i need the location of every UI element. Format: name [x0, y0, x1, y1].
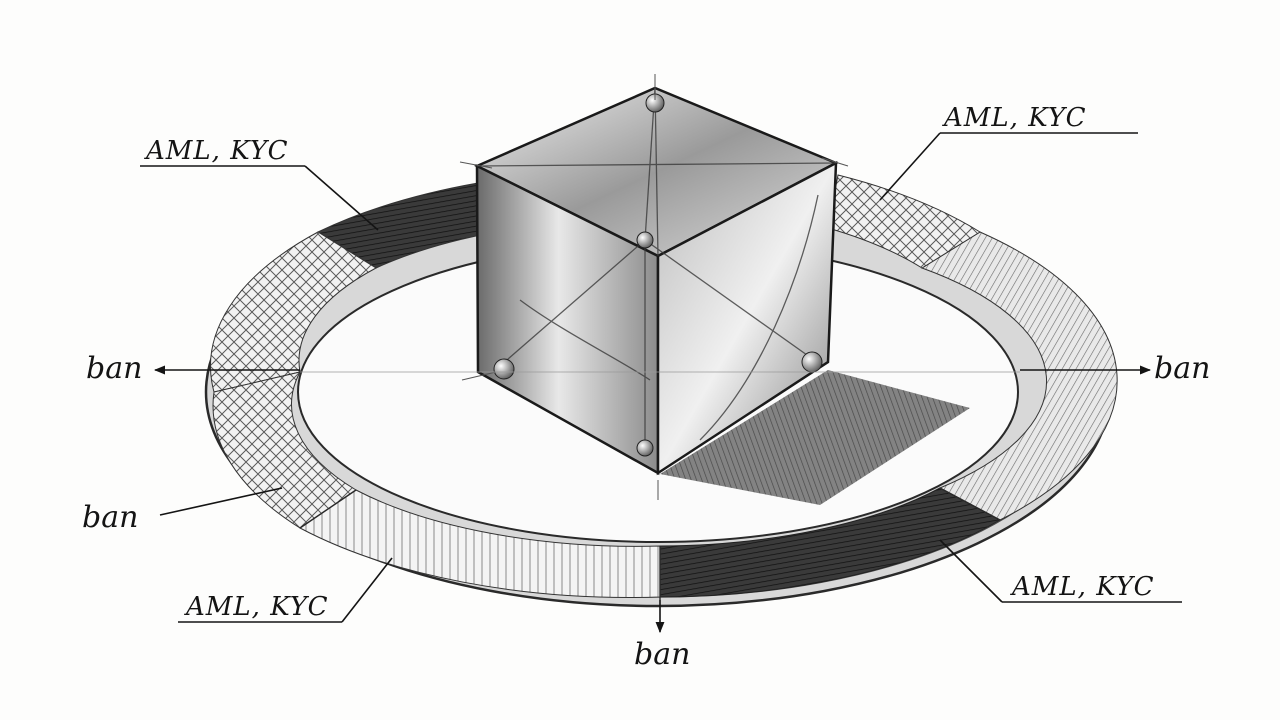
label-aml-kyc-top-left: AML, KYC [144, 136, 289, 166]
label-aml-kyc-bottom-right: AML, KYC [1010, 572, 1155, 602]
cube-shadow [660, 370, 970, 505]
cube-node [636, 231, 654, 249]
glass-cube [459, 74, 849, 500]
label-aml-kyc-top-right: AML, KYC [942, 103, 1087, 133]
label-ban-left: ban [86, 351, 142, 386]
label-ban-bottom: ban [634, 637, 690, 672]
callouts [140, 132, 1182, 634]
ring-segment-left [210, 231, 378, 393]
cube-node [801, 351, 823, 373]
label-ban-lower-left: ban [82, 500, 138, 535]
label-ban-right: ban [1154, 351, 1210, 386]
ring-segment-top-right [827, 174, 981, 269]
cube-node [493, 358, 515, 380]
label-aml-kyc-bottom-left: AML, KYC [184, 592, 329, 622]
cube-right-face [656, 160, 838, 476]
cube-node [636, 439, 654, 457]
